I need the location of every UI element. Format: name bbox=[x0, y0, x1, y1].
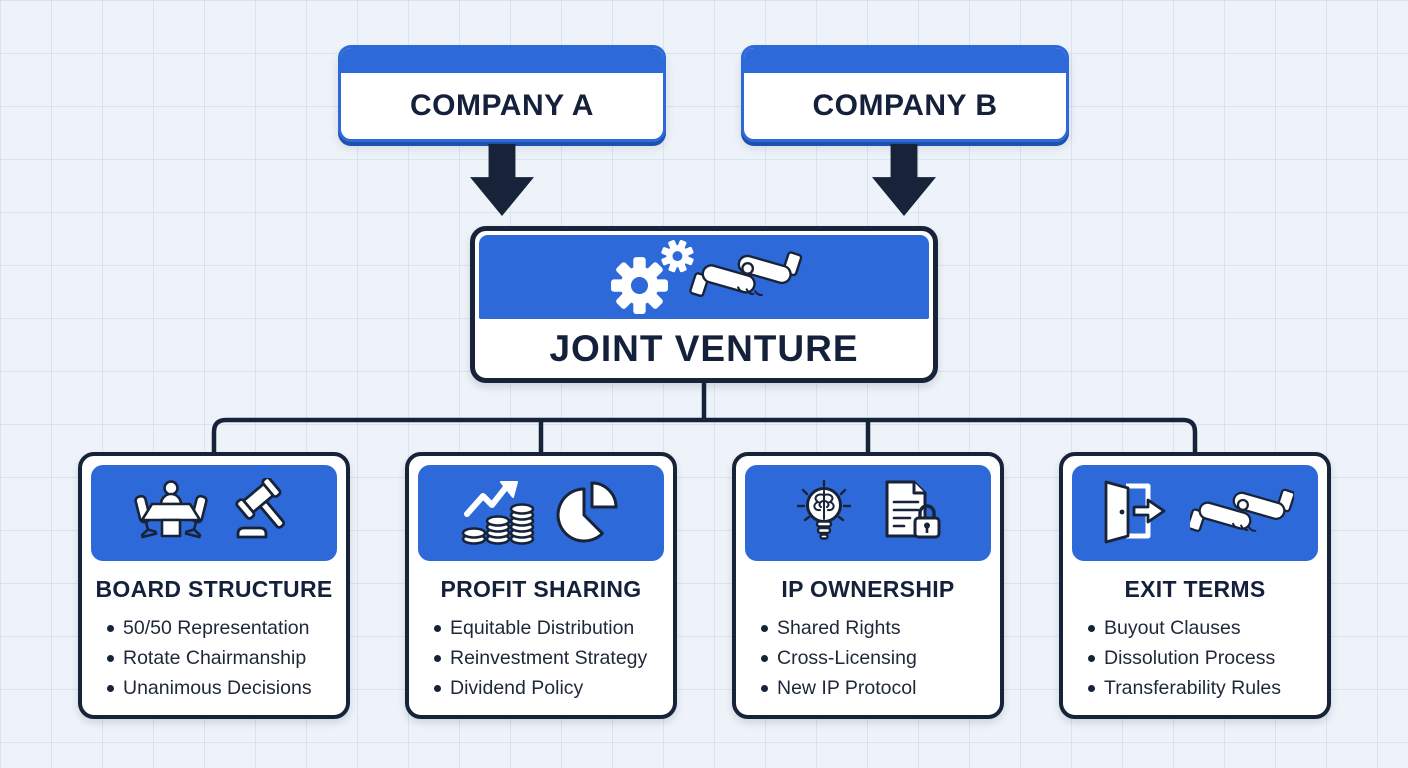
pie-chart-icon bbox=[553, 478, 623, 548]
exit-terms-icons bbox=[1072, 465, 1318, 561]
card-list: 50/50 Representation Rotate Chairmanship… bbox=[82, 613, 346, 703]
profit-sharing-card: PROFIT SHARING Equitable Distribution Re… bbox=[405, 452, 677, 719]
card-title: PROFIT SHARING bbox=[440, 576, 642, 602]
profit-sharing-icons bbox=[418, 465, 664, 561]
gears-handshake-icon bbox=[600, 240, 808, 314]
list-item: New IP Protocol bbox=[760, 673, 990, 703]
list-item: Shared Rights bbox=[760, 613, 990, 643]
card-title: EXIT TERMS bbox=[1124, 576, 1266, 602]
list-item: Equitable Distribution bbox=[433, 613, 663, 643]
card-title: IP OWNERSHIP bbox=[781, 576, 955, 602]
list-item: Dividend Policy bbox=[433, 673, 663, 703]
company-b-box: COMPANY B bbox=[741, 45, 1069, 142]
handshake-icon bbox=[1190, 482, 1294, 544]
coins-growth-icon bbox=[459, 478, 537, 548]
company-a-label: COMPANY A bbox=[410, 89, 594, 122]
list-item: 50/50 Representation bbox=[106, 613, 336, 643]
company-a-header-strip bbox=[341, 48, 663, 73]
list-item: Cross-Licensing bbox=[760, 643, 990, 673]
company-b-label: COMPANY B bbox=[812, 89, 998, 122]
joint-venture-box: JOINT VENTURE bbox=[470, 226, 938, 383]
card-title: BOARD STRUCTURE bbox=[95, 576, 333, 602]
joint-venture-label: JOINT VENTURE bbox=[549, 327, 859, 369]
board-structure-card: BOARD STRUCTURE 50/50 Representation Rot… bbox=[78, 452, 350, 719]
list-item: Dissolution Process bbox=[1087, 643, 1317, 673]
joint-venture-header bbox=[479, 235, 929, 319]
list-item: Transferability Rules bbox=[1087, 673, 1317, 703]
card-list: Equitable Distribution Reinvestment Stra… bbox=[409, 613, 673, 703]
company-b-header-strip bbox=[744, 48, 1066, 73]
list-item: Buyout Clauses bbox=[1087, 613, 1317, 643]
company-a-box: COMPANY A bbox=[338, 45, 666, 142]
down-arrow-icon bbox=[470, 144, 534, 216]
exit-door-icon bbox=[1096, 478, 1174, 548]
idea-bulb-icon bbox=[789, 478, 859, 548]
meeting-table-icon bbox=[130, 478, 212, 548]
list-item: Unanimous Decisions bbox=[106, 673, 336, 703]
exit-terms-card: EXIT TERMS Buyout Clauses Dissolution Pr… bbox=[1059, 452, 1331, 719]
gavel-icon bbox=[228, 478, 298, 548]
list-item: Rotate Chairmanship bbox=[106, 643, 336, 673]
ip-ownership-icons bbox=[745, 465, 991, 561]
card-list: Shared Rights Cross-Licensing New IP Pro… bbox=[736, 613, 1000, 703]
board-structure-icons bbox=[91, 465, 337, 561]
ip-ownership-card: IP OWNERSHIP Shared Rights Cross-Licensi… bbox=[732, 452, 1004, 719]
document-lock-icon bbox=[875, 478, 947, 548]
list-item: Reinvestment Strategy bbox=[433, 643, 663, 673]
card-list: Buyout Clauses Dissolution Process Trans… bbox=[1063, 613, 1327, 703]
down-arrow-icon bbox=[872, 144, 936, 216]
